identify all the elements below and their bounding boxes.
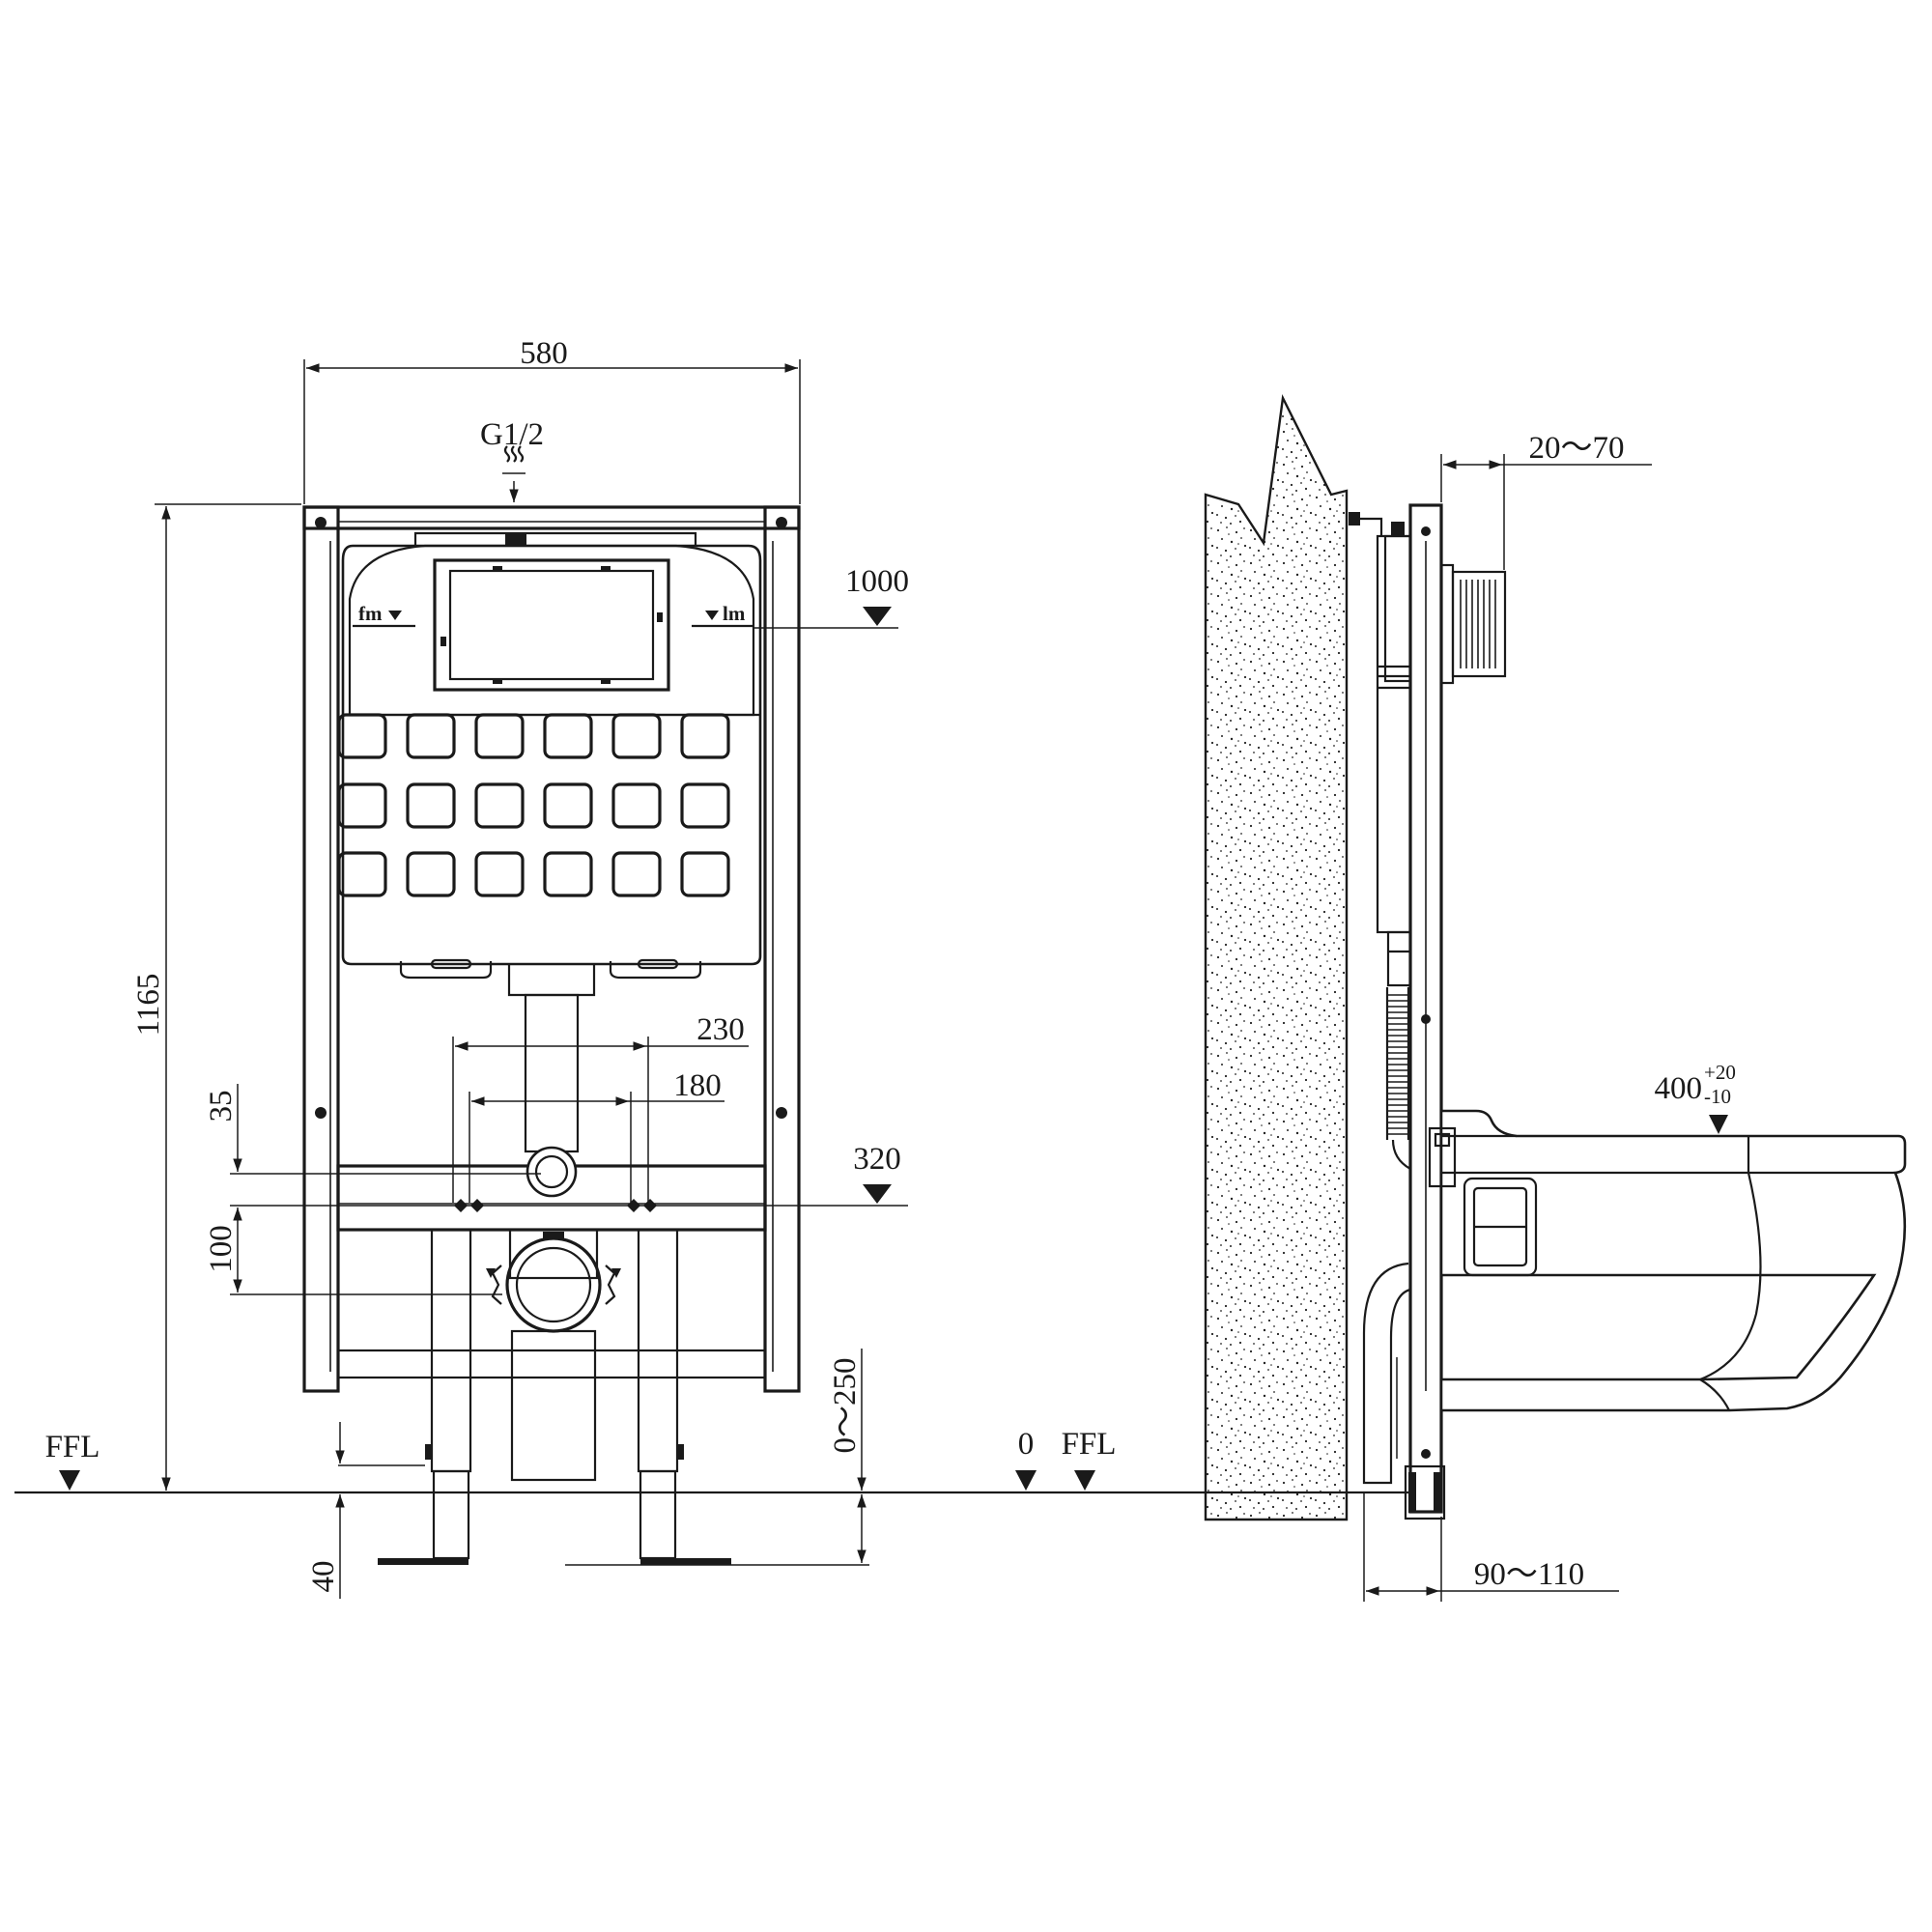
mount-hole [315,517,327,528]
grid-cutout [337,851,387,897]
grid-cutout [337,713,387,759]
foot-plate-right [640,1558,731,1565]
dim-foot-range: 0～250 [828,1358,863,1454]
front-view: fm lm [14,336,1410,1599]
grid-cutout [680,782,730,829]
cistern-grid [337,713,730,897]
grid-cutout [406,713,456,759]
grid-cutout [611,782,662,829]
frame-upright-right [763,505,801,1393]
grid-cutout [543,713,593,759]
dim-depth-90-110: 90～110 [1474,1557,1584,1592]
level-marker-icon [1074,1470,1095,1491]
level-320: 320 [853,1142,901,1177]
mount-hole [776,517,787,528]
grid-cutout [474,851,525,897]
mount-hole [315,1107,327,1119]
waste-bend [1362,1262,1411,1485]
grid-cutout [543,782,593,829]
svg-text:lm: lm [723,602,746,625]
bowl-inlet [1463,1177,1538,1277]
grid-cutout [406,851,456,897]
grid-cutout [406,782,456,829]
grid-cutout [611,713,662,759]
grid-cutout [474,713,525,759]
corrugated-hose [1385,987,1410,1140]
service-opening [433,558,670,692]
inlet-valve-top [505,532,526,546]
level-1000: 1000 [845,564,909,599]
wall-section [1204,393,1349,1521]
grid-cutout [337,782,387,829]
cistern-body [341,544,762,966]
level-marker-icon [863,607,892,626]
zero-label: 0 [1018,1427,1035,1462]
bowl-tolerance-plus: +20 [1704,1061,1736,1084]
level-marker-icon [1015,1470,1037,1491]
mount-hole [776,1107,787,1119]
dim-bowl-400: 400 [1655,1071,1703,1106]
level-marker-icon [863,1184,892,1204]
bowl-tolerance-minus: -10 [1704,1085,1731,1108]
ffl-label-right: FFL [1062,1427,1117,1462]
flush-plate [1451,570,1507,678]
cistern-side [1376,534,1412,934]
dim-100: 100 [204,1225,239,1273]
foot-plate-left [378,1558,469,1565]
inlet-size-label: G1/2 [480,417,544,452]
frame-bottom-rail [336,1349,767,1379]
water-inlet-icon [503,445,525,463]
grid-cutout [543,851,593,897]
level-marker-icon [59,1470,80,1491]
frame-top-rail [302,505,801,530]
grid-cutout [474,782,525,829]
ffl-label-left: FFL [45,1430,100,1464]
dim-depth-20-70: 20～70 [1529,431,1625,466]
grid-cutout [680,851,730,897]
level-marker-icon [1709,1115,1728,1134]
dim-height: 1165 [131,974,166,1037]
toilet-bowl [1439,1109,1907,1412]
waste-pipe [510,1329,597,1482]
flush-pipe-outlet [526,1146,578,1198]
dim-230: 230 [696,1012,745,1047]
side-view: 20～70 400 +20 -10 90～110 [1204,393,1907,1602]
dim-180: 180 [673,1068,722,1103]
dim-35: 35 [204,1091,239,1122]
frame-upright-side [1408,503,1443,1514]
grid-cutout [611,851,662,897]
svg-text:fm: fm [358,602,383,625]
dim-width: 580 [520,336,568,371]
waste-outlet [505,1236,602,1333]
grid-cutout [680,713,730,759]
dim-40: 40 [306,1561,341,1593]
frame-upright-left [302,505,340,1393]
flush-pipe [524,993,580,1153]
